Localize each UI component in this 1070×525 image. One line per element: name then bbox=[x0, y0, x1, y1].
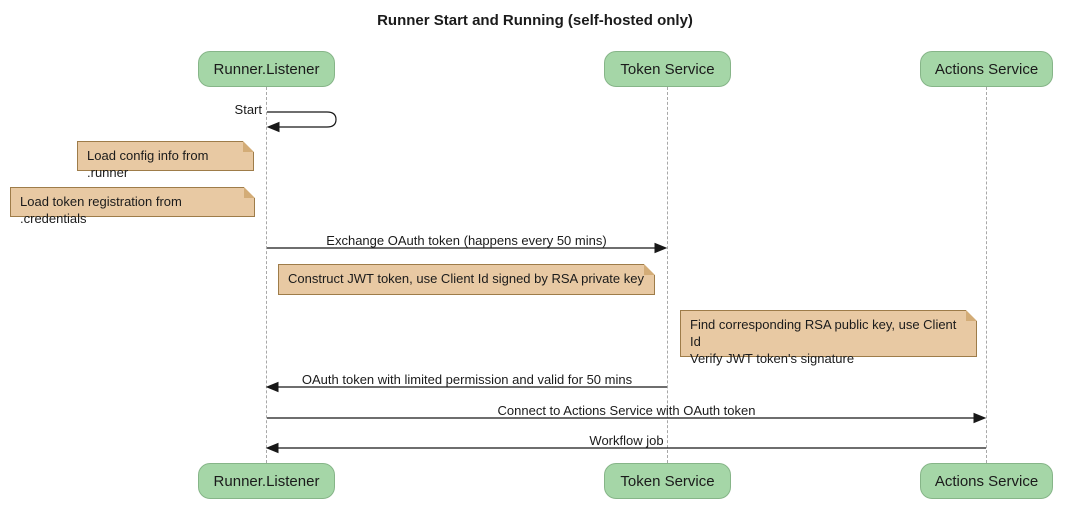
participant-runner-listener-bottom: Runner.Listener bbox=[198, 463, 335, 499]
participant-runner-listener-top: Runner.Listener bbox=[198, 51, 335, 87]
note-construct-jwt: Construct JWT token, use Client Id signe… bbox=[278, 264, 655, 295]
lifeline-actions-service bbox=[986, 87, 987, 463]
message-label-start: Start bbox=[234, 102, 262, 117]
message-label-oauth-return: OAuth token with limited permission and … bbox=[301, 372, 633, 387]
participant-token-service-top: Token Service bbox=[604, 51, 731, 87]
participant-label: Actions Service bbox=[934, 472, 1039, 490]
message-label-connect-actions: Connect to Actions Service with OAuth to… bbox=[497, 403, 756, 418]
participant-label: Runner.Listener bbox=[213, 60, 320, 78]
participant-token-service-bottom: Token Service bbox=[604, 463, 731, 499]
message-label-workflow-job: Workflow job bbox=[589, 433, 664, 448]
self-message-start-arrow bbox=[266, 111, 337, 133]
diagram-title: Runner Start and Running (self-hosted on… bbox=[377, 12, 693, 29]
participant-label: Token Service bbox=[620, 60, 715, 78]
message-label-exchange-oauth: Exchange OAuth token (happens every 50 m… bbox=[326, 233, 607, 248]
lifeline-runner-listener bbox=[266, 87, 267, 463]
participant-actions-service-top: Actions Service bbox=[920, 51, 1053, 87]
note-load-config: Load config info from .runner bbox=[77, 141, 254, 180]
lifeline-token-service bbox=[667, 87, 668, 463]
participant-label: Token Service bbox=[620, 472, 715, 490]
participant-label: Actions Service bbox=[934, 60, 1039, 78]
note-load-token-registration: Load token registration from .credential… bbox=[10, 187, 255, 226]
participant-label: Runner.Listener bbox=[213, 472, 320, 490]
participant-actions-service-bottom: Actions Service bbox=[920, 463, 1053, 499]
note-verify-jwt: Find corresponding RSA public key, use C… bbox=[680, 310, 977, 366]
